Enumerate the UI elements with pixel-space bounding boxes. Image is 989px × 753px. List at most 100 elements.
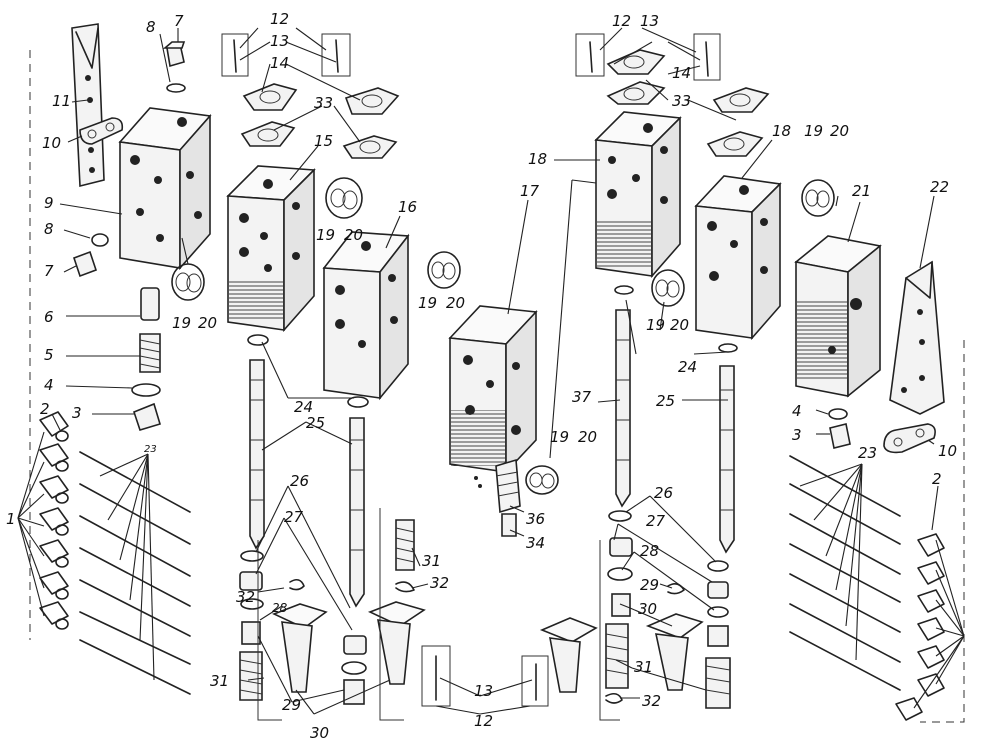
label-18-right: 18 — [772, 122, 791, 140]
label-12-bottom: 12 — [474, 712, 493, 730]
label-12-right: 12 — [612, 12, 631, 30]
label-32-right: 32 — [642, 692, 661, 710]
label-20-18b: 20 — [830, 122, 849, 140]
spool-25-right — [347, 396, 369, 608]
label-6: 6 — [44, 308, 54, 326]
label-23-left: 23 — [144, 444, 157, 455]
o-ring-pair-15 — [325, 177, 363, 219]
valve-block-18-a — [594, 111, 682, 279]
label-33-right: 33 — [672, 92, 691, 110]
label-36: 36 — [526, 510, 545, 528]
label-19-16: 19 — [418, 294, 437, 312]
cup-30-d — [645, 613, 704, 691]
label-20-16: 20 — [446, 294, 465, 312]
part-labels: 11 10 9 8 7 8 7 6 5 4 3 2 1 23 12 13 14 … — [6, 10, 957, 742]
bolt-set-right — [789, 455, 945, 721]
label-20-18a: 20 — [670, 316, 689, 334]
washer-stack-left — [239, 550, 305, 701]
label-5: 5 — [44, 346, 54, 364]
label-2: 2 — [40, 400, 50, 418]
label-29-left: 29 — [282, 696, 301, 714]
label-25-right: 25 — [656, 392, 675, 410]
valve-block-21 — [794, 235, 882, 398]
label-1: 1 — [6, 510, 16, 528]
label-19-17: 19 — [550, 428, 569, 446]
label-13-left: 13 — [270, 32, 289, 50]
leader-lines — [17, 27, 965, 715]
plug-right — [828, 408, 851, 449]
valve-block-16 — [322, 231, 410, 401]
gasket-set-right — [575, 33, 770, 157]
label-24-right: 24 — [678, 358, 697, 376]
valve-block-17 — [448, 305, 538, 475]
label-20-15: 20 — [344, 226, 363, 244]
o-ring-pair-18a — [651, 269, 685, 307]
label-33-left: 33 — [314, 94, 333, 112]
bolt-set-left — [39, 411, 191, 695]
label-19-9: 19 — [172, 314, 191, 332]
label-37: 37 — [572, 388, 592, 406]
label-13-right: 13 — [640, 12, 659, 30]
gasket-plate-right — [883, 423, 936, 454]
label-32-left: 32 — [236, 588, 255, 606]
piston-stack-left — [131, 287, 161, 431]
label-28-right: 28 — [640, 542, 659, 560]
label-14-right: 14 — [672, 64, 691, 82]
cup-30-c — [539, 617, 598, 693]
gasket-plate-left — [79, 117, 124, 145]
label-29-right: 29 — [640, 576, 659, 594]
label-13-bottom: 13 — [474, 682, 493, 700]
spring-31-center — [395, 519, 415, 593]
label-30-left: 30 — [310, 724, 329, 742]
label-2-right: 2 — [932, 470, 942, 488]
washer-stack-far-right — [705, 560, 731, 709]
o-ring-pair-17 — [525, 465, 559, 495]
label-15: 15 — [314, 132, 333, 150]
plug-top-left — [162, 41, 186, 93]
gasket-set-left — [221, 33, 400, 159]
mounting-bracket-left — [71, 23, 105, 188]
label-16: 16 — [398, 198, 417, 216]
o-ring-pair-18b — [801, 179, 835, 217]
label-8: 8 — [44, 220, 54, 238]
label-7: 7 — [44, 262, 54, 280]
label-17: 17 — [520, 182, 540, 200]
label-32-center: 32 — [430, 574, 449, 592]
cup-30-b — [367, 601, 426, 685]
label-24-left: 24 — [294, 398, 313, 416]
label-20-9: 20 — [198, 314, 217, 332]
label-23-right: 23 — [858, 444, 877, 462]
label-10: 10 — [42, 134, 61, 152]
label-22: 22 — [930, 178, 949, 196]
o-ring-pair-9 — [171, 237, 205, 301]
washer-stack-center — [341, 635, 367, 705]
label-19-18b: 19 — [804, 122, 823, 140]
label-26-left: 26 — [290, 472, 309, 490]
label-14-left: 14 — [270, 54, 289, 72]
label-31-right: 31 — [634, 658, 653, 676]
label-3-right: 3 — [792, 426, 802, 444]
label-10-right: 10 — [938, 442, 957, 460]
bolt-pair-bottom — [421, 645, 549, 707]
label-25-left: 25 — [306, 414, 325, 432]
label-3: 3 — [72, 404, 82, 422]
label-18-center: 18 — [528, 150, 547, 168]
spool-37 — [614, 285, 634, 508]
label-20-17: 20 — [578, 428, 597, 446]
cup-30-a — [271, 603, 328, 693]
spool-25-left — [247, 334, 269, 550]
label-9: 9 — [44, 194, 54, 212]
label-19-18a: 19 — [646, 316, 665, 334]
label-27-right: 27 — [646, 512, 666, 530]
label-8-top: 8 — [146, 18, 156, 36]
washer-stack-right — [605, 510, 685, 704]
label-26-right: 26 — [654, 484, 673, 502]
mounting-bracket-right — [889, 260, 945, 415]
label-7-top: 7 — [174, 12, 184, 30]
label-30-right: 30 — [638, 600, 657, 618]
label-11: 11 — [52, 92, 71, 110]
spool-25-right-side — [718, 343, 738, 554]
label-21: 21 — [852, 182, 871, 200]
